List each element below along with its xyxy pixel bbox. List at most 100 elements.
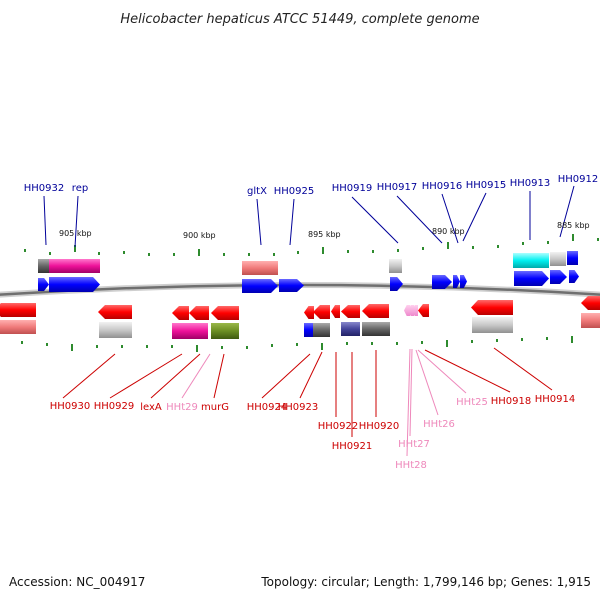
gene-label[interactable]: HH0930 [50, 401, 91, 412]
gene-box [211, 323, 239, 339]
gene-arrow [98, 305, 132, 319]
connector-line [150, 353, 201, 399]
gene-label[interactable]: lexA [140, 402, 162, 413]
gene-box [550, 252, 566, 266]
gene-label[interactable]: HH0914 [535, 394, 576, 405]
gene-box [341, 322, 360, 336]
gene-arrow [362, 304, 389, 318]
genome-summary-text: Topology: circular; Length: 1,799,146 bp… [260, 575, 591, 589]
connector-line [559, 185, 575, 238]
gene-arrow [581, 296, 600, 310]
connector-line [406, 348, 411, 457]
gene-arrow [279, 279, 304, 292]
gene-label[interactable]: HHt26 [423, 419, 455, 430]
gene-arrow [412, 305, 418, 316]
gene-box [389, 259, 402, 273]
connector-line [493, 347, 553, 391]
connector-line [181, 353, 211, 399]
scale-label: 900 kbp [183, 231, 216, 240]
connector-line [409, 348, 413, 437]
gene-label[interactable]: HH0915 [466, 180, 507, 191]
gene-box [362, 322, 390, 336]
connector-line [289, 198, 295, 246]
gene-label[interactable]: HHt25 [456, 397, 488, 408]
gene-box [99, 322, 132, 338]
connector-line [415, 349, 439, 416]
gene-arrow [432, 275, 452, 289]
gene-arrow [404, 305, 410, 316]
connector-line [351, 196, 399, 244]
gene-label[interactable]: HH0932 [24, 183, 65, 194]
gene-arrow [0, 303, 36, 317]
gene-box [242, 261, 278, 275]
gene-box [0, 320, 36, 334]
gene-box [313, 323, 330, 337]
connector-line [396, 195, 443, 244]
gene-arrow [211, 306, 239, 320]
gene-box [513, 253, 549, 268]
connector-line [261, 353, 311, 399]
connector-line [462, 192, 487, 242]
gene-arrow [242, 279, 278, 293]
connector-line [109, 353, 183, 399]
gene-box [472, 317, 513, 333]
gene-arrow [331, 305, 340, 318]
gene-arrow [471, 300, 513, 315]
gene-label[interactable]: rep [72, 183, 88, 194]
scale-label: 885 kbp [557, 221, 590, 230]
gene-arrow [304, 306, 314, 319]
connector-line [424, 349, 511, 393]
label-connectors [43, 185, 575, 457]
gene-box [172, 323, 208, 339]
scale-label: 890 kbp [432, 227, 465, 236]
gene-arrow [408, 305, 414, 316]
gene-label[interactable]: HHt28 [395, 460, 427, 471]
gene-label[interactable]: HH0920 [359, 421, 400, 432]
gene-box [304, 323, 313, 337]
connector-line [74, 195, 79, 248]
gene-box [581, 313, 600, 328]
gene-box [49, 259, 100, 273]
gene-label[interactable]: HH0912 [558, 174, 599, 185]
gene-label[interactable]: HH0913 [510, 178, 551, 189]
gene-label[interactable]: HH0917 [377, 182, 418, 193]
scale-label: 905 kbp [59, 229, 92, 238]
scale-label: 895 kbp [308, 230, 341, 239]
gene-arrow [49, 277, 100, 292]
gene-box [567, 251, 578, 265]
gene-arrow [172, 306, 189, 320]
gene-label[interactable]: HH0916 [422, 181, 463, 192]
connector-line [256, 198, 262, 246]
gene-label[interactable]: gltX [247, 186, 267, 197]
gene-arrow [341, 305, 360, 318]
gene-label[interactable]: HH0929 [94, 401, 135, 412]
gene-arrow [313, 305, 330, 319]
gene-label[interactable]: HH0922 [318, 421, 359, 432]
gene-arrow [390, 277, 403, 291]
connector-line [417, 349, 467, 394]
gene-label[interactable]: HH0924 [247, 402, 288, 413]
gene-label[interactable]: HH0921 [332, 441, 373, 452]
map-title: Helicobacter hepaticus ATCC 51449, compl… [120, 12, 479, 27]
gene-arrow [418, 304, 429, 317]
gene-label[interactable]: HHt29 [166, 402, 198, 413]
scale-ticks [21, 234, 599, 352]
connector-line [441, 193, 459, 244]
gene-track [0, 251, 600, 339]
gene-box [38, 259, 49, 273]
accession-text: Accession: NC_004917 [9, 575, 145, 589]
connector-line [62, 353, 116, 399]
gene-arrow [38, 278, 49, 291]
gene-label[interactable]: HH0918 [491, 396, 532, 407]
gene-label[interactable]: HHt27 [398, 439, 430, 450]
gene-arrow [453, 275, 460, 288]
gene-label[interactable]: HH0919 [332, 183, 373, 194]
connector-line [299, 351, 323, 399]
gene-label[interactable]: HH0923 [278, 402, 319, 413]
gene-arrow [460, 275, 467, 288]
gene-arrow [550, 270, 567, 284]
gene-label[interactable]: HH0925 [274, 186, 315, 197]
gene-arrow [514, 271, 549, 286]
gene-label[interactable]: murG [201, 402, 229, 413]
